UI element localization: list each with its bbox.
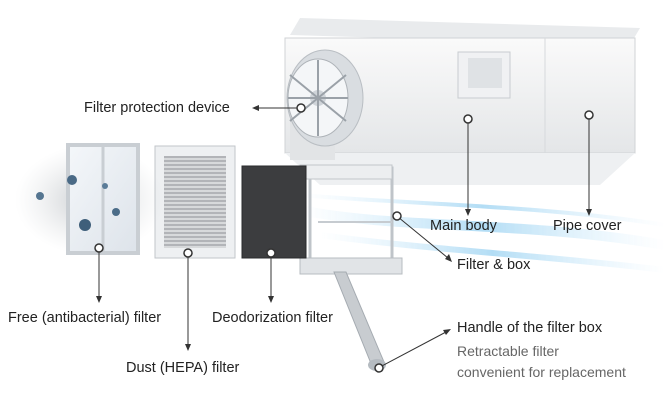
label-filter-protection-device: Filter protection device: [84, 100, 230, 116]
label-deodorization-filter: Deodorization filter: [212, 310, 333, 326]
label-handle-note-line2: convenient for replacement: [457, 364, 626, 380]
fan-protection-device: [286, 49, 364, 147]
label-main-body: Main body: [430, 218, 497, 234]
filter-box-frame: [299, 164, 403, 275]
label-handle-filter-box: Handle of the filter box: [457, 320, 603, 336]
antibacterial-filter-panel: [15, 143, 165, 255]
label-filter-box: Filter & box: [457, 257, 531, 273]
label-dust-hepa-filter: Dust (HEPA) filter: [126, 360, 240, 376]
airflow-streaks: [299, 193, 666, 273]
label-pipe-cover: Pipe cover: [553, 218, 622, 234]
leader-lines: [96, 105, 592, 368]
hepa-filter-panel: [154, 145, 236, 259]
deodorization-filter-panel: [241, 165, 307, 259]
label-handle-note-line1: Retractable filter: [457, 343, 559, 359]
label-free-antibacterial-filter: Free (antibacterial) filter: [8, 310, 162, 326]
marker-dots: [94, 103, 594, 373]
filter-box-handle: [333, 271, 386, 371]
